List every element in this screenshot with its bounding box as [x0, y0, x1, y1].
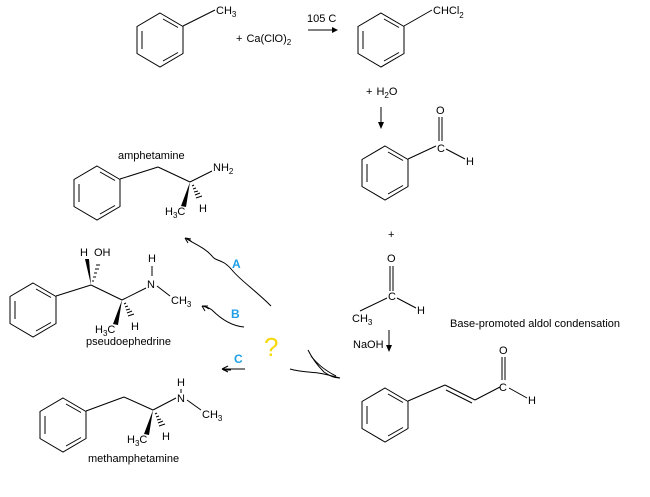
wedge-bond — [144, 410, 153, 435]
hash-bond — [92, 264, 100, 282]
methyl-label: H3C — [127, 434, 147, 448]
cinnamaldehyde: C O H — [361, 345, 536, 443]
route-arrow-c — [221, 365, 245, 373]
compound-name: methamphetamine — [88, 453, 179, 465]
benzene-ring — [73, 165, 121, 221]
methyl-label: H3C — [95, 324, 115, 338]
aldol-condensation-note: Base-promoted aldol condensation — [450, 318, 620, 330]
hydrogen-label: H — [80, 247, 88, 259]
benzene-ring — [136, 12, 184, 68]
route-label-a: A — [232, 257, 241, 271]
reaction-arrow-3 — [386, 330, 392, 352]
route-arrow-a — [184, 237, 272, 307]
retro-scribble-arrow — [289, 349, 341, 379]
carbonyl-carbon: C — [437, 143, 445, 155]
hash-bond — [154, 412, 166, 427]
methyl-label: CH3 — [216, 5, 237, 19]
compound-name: amphetamine — [118, 150, 185, 162]
wedge-bond — [113, 300, 122, 325]
pseudoephedrine: H OH H N CH3 H3C H pseudoephedrine — [9, 247, 192, 348]
methyl-label: CH3 — [171, 295, 192, 309]
nitrogen-label: N — [177, 393, 185, 405]
aldehyde-hydrogen: H — [417, 305, 425, 317]
condition-temperature: 105 C — [307, 13, 336, 25]
nitrogen-label: N — [147, 279, 155, 291]
route-arrow-b — [201, 305, 245, 328]
carbonyl-carbon: C — [388, 291, 396, 303]
wedge-bond — [85, 259, 91, 285]
reaction-arrow-1 — [308, 27, 338, 33]
hydroxyl-label: OH — [94, 247, 111, 259]
carbonyl-carbon: C — [499, 382, 507, 394]
reagent-calcium-hypochlorite: +Ca(ClO)2 — [236, 33, 292, 47]
hydrogen-label: H — [199, 203, 207, 215]
hydrogen-label: H — [177, 377, 185, 389]
hash-bond — [123, 302, 135, 317]
compound-name: pseudoephedrine — [86, 336, 171, 348]
benzal-chloride: CHCl2 — [357, 5, 464, 68]
benzene-ring — [361, 145, 409, 201]
hydrogen-label: H — [148, 253, 156, 265]
benzene-ring — [39, 397, 87, 453]
acetaldehyde: O C CH3 H — [352, 253, 425, 327]
dichloromethyl-label: CHCl2 — [433, 5, 464, 20]
hydrogen-label: H — [131, 321, 139, 333]
carbonyl-oxygen: O — [436, 105, 445, 117]
wedge-bond — [181, 182, 190, 207]
unknown-question-mark: ? — [264, 332, 278, 362]
benzaldehyde: C O H — [361, 105, 474, 201]
methamphetamine: H N CH3 H3C H methamphetamine — [39, 377, 223, 465]
amine-label: NH2 — [213, 162, 234, 176]
methyl-label: CH3 — [202, 409, 223, 423]
reagent-water: +H2O — [366, 86, 398, 100]
benzene-ring — [361, 387, 409, 443]
benzene-ring — [357, 12, 405, 68]
methyl-label: H3C — [165, 206, 185, 220]
route-label-c: C — [234, 352, 243, 366]
methyl-label: CH3 — [352, 313, 373, 327]
reaction-arrow-2 — [378, 107, 384, 129]
hydrogen-label: H — [162, 431, 170, 443]
carbonyl-oxygen: O — [499, 345, 508, 357]
toluene: CH3 — [136, 5, 237, 68]
route-label-b: B — [231, 307, 240, 321]
base-naoh: NaOH — [353, 339, 384, 351]
amphetamine: amphetamine NH2 H3C H — [73, 150, 234, 221]
plus-sign: + — [388, 229, 394, 241]
aldehyde-hydrogen: H — [528, 395, 536, 407]
hash-bond — [191, 184, 203, 199]
carbonyl-oxygen: O — [387, 253, 396, 265]
benzene-ring — [9, 282, 57, 338]
aldehyde-hydrogen: H — [466, 156, 474, 168]
